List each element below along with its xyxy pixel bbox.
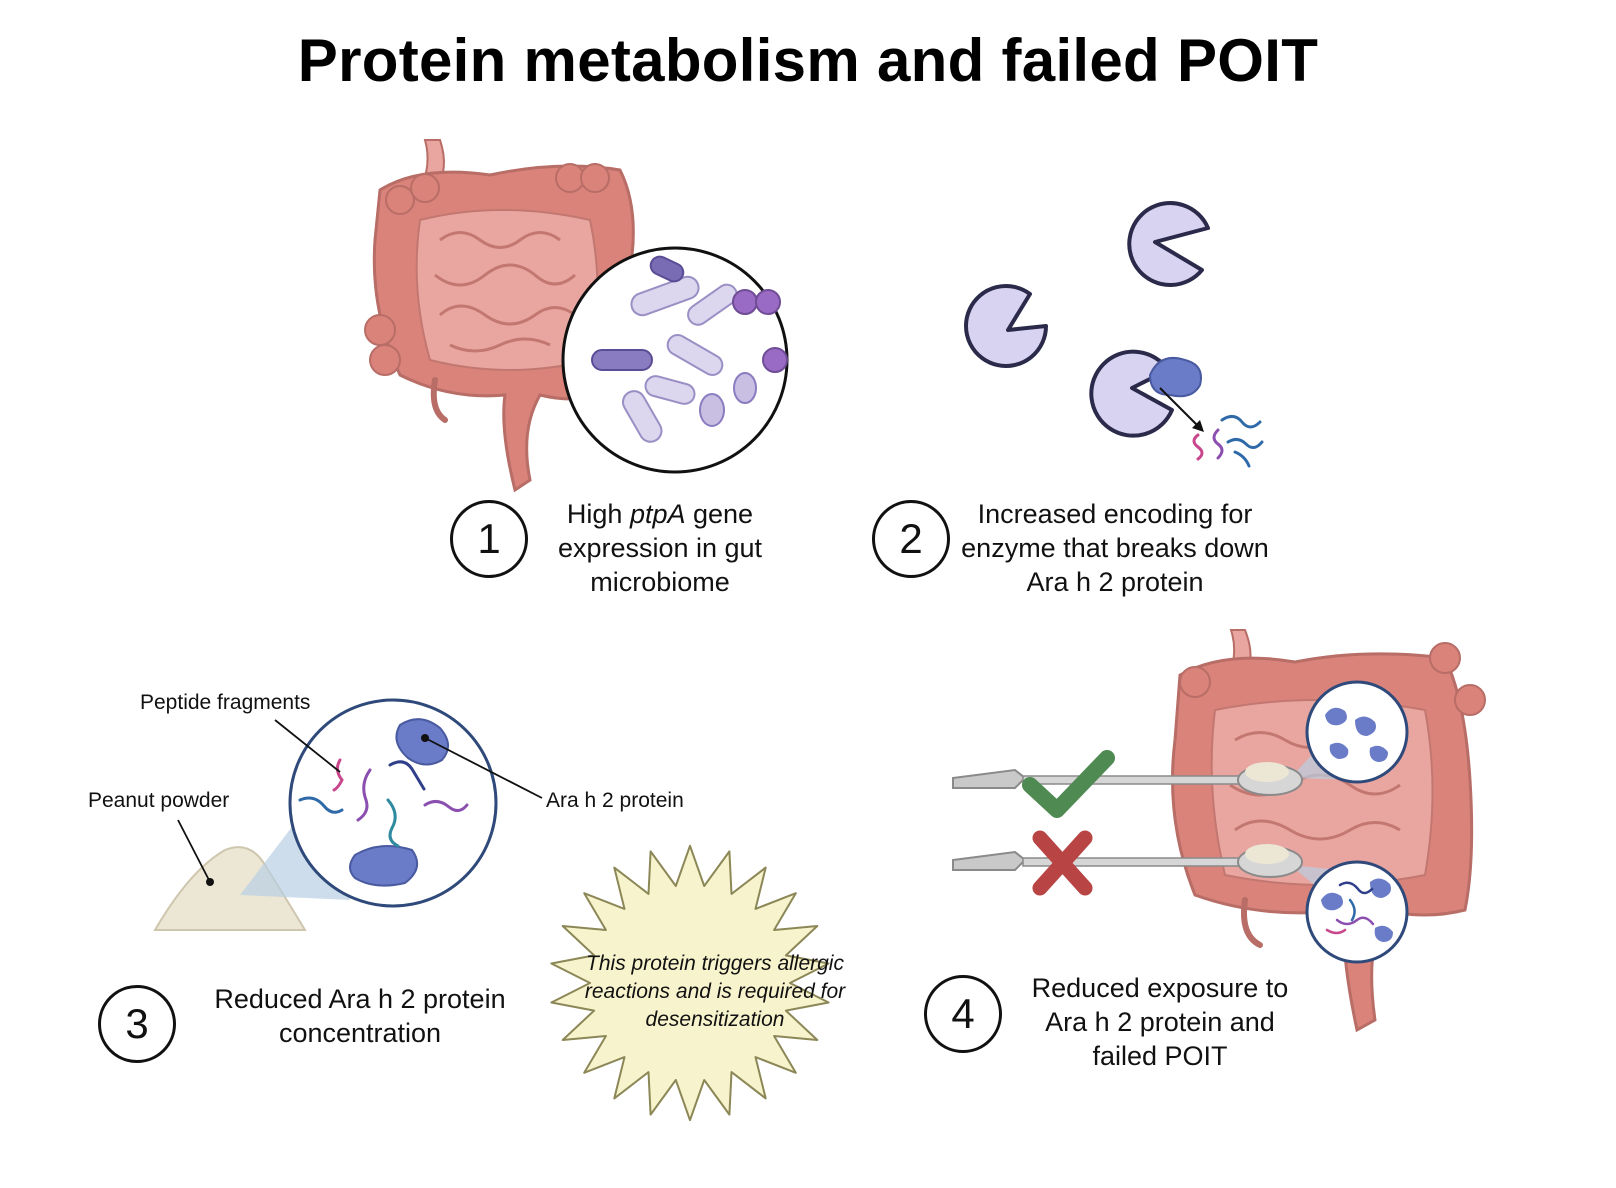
panel-2-illustration (964, 201, 1264, 468)
intestine-icon (364, 139, 635, 493)
label-peanut-powder: Peanut powder (88, 789, 230, 812)
step-4-number: 4 (924, 975, 1002, 1053)
protein-magnifier-icon (288, 698, 498, 908)
step-2-caption: Increased encoding for enzyme that break… (961, 499, 1269, 597)
starburst-icon (550, 844, 830, 1122)
panel-3-illustration (153, 698, 543, 931)
enzyme-pacman-icon (1127, 201, 1210, 288)
callout-text: This protein triggers allergic reactions… (584, 952, 846, 1031)
step-4-caption: Reduced exposure to Ara h 2 protein and … (1031, 973, 1289, 1071)
protein-blob-icon (349, 845, 419, 887)
step-1-number: 1 (450, 500, 528, 578)
label-peptide-fragments: Peptide fragments (140, 691, 311, 714)
cross-icon (1032, 830, 1093, 896)
step-1-caption-gene: ptpA (629, 499, 686, 529)
label-ara-h2-protein: Ara h 2 protein (546, 789, 684, 812)
spoon-icon (952, 844, 1303, 878)
panel-4-illustration (952, 629, 1486, 1033)
enzyme-pacman-icon (964, 284, 1048, 368)
step-3-caption: Reduced Ara h 2 protein concentration (214, 984, 506, 1048)
peptide-fragment-icon (298, 758, 469, 848)
step-1-caption-pre: High (566, 499, 630, 529)
step-1-caption-post: gene expression in gut microbiome (557, 499, 763, 597)
step-3-number: 3 (98, 985, 176, 1063)
panel-1-illustration (364, 139, 789, 493)
spoon-icon (952, 762, 1303, 796)
microbiome-magnifier-icon (561, 246, 789, 474)
protein-blob-icon (1148, 356, 1202, 398)
step-2-number: 2 (872, 500, 950, 578)
step-1-caption: High ptpA gene expression in gut microbi… (535, 497, 785, 599)
checkmark-icon (1022, 750, 1115, 818)
peptide-fragment-icon (1192, 415, 1264, 468)
page-title: Protein metabolism and failed POIT (297, 27, 1319, 94)
protein-magnifier-icon (1305, 680, 1409, 784)
protein-blob-icon (395, 718, 449, 766)
protein-magnifier-icon (1305, 860, 1409, 964)
peanut-powder-icon (153, 846, 307, 931)
